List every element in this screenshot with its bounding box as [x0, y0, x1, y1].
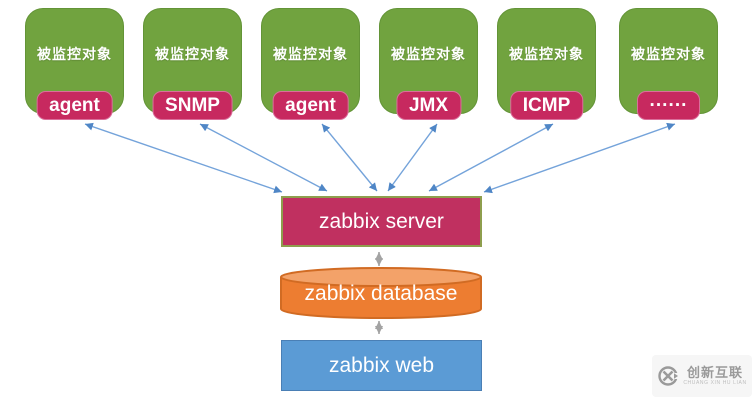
monitored-node-label: 被监控对象: [37, 46, 112, 62]
monitored-node-4: 被监控对象 JMX: [379, 8, 478, 120]
connector-snmp-server: [199, 123, 328, 192]
cx-logo-icon: [658, 366, 680, 386]
monitored-node-label: 被监控对象: [631, 46, 706, 62]
zabbix-server-label: zabbix server: [319, 209, 444, 233]
protocol-badge-ellipsis: ······: [636, 91, 701, 120]
monitored-node-label: 被监控对象: [273, 46, 348, 62]
watermark-subtitle: CHUANG XIN HU LIAN: [683, 380, 747, 386]
cylinder-body: [280, 277, 482, 319]
protocol-badge-snmp: SNMP: [152, 91, 233, 120]
monitored-node-3: 被监控对象 agent: [261, 8, 360, 120]
connector-agent1-server: [84, 122, 283, 194]
protocol-badge-agent: agent: [272, 91, 349, 120]
cylinder-top: [280, 267, 482, 287]
connector-other-server: [483, 122, 676, 194]
zabbix-server-box: zabbix server: [281, 196, 482, 247]
monitored-node-label: 被监控对象: [509, 46, 584, 62]
zabbix-database-box: zabbix database: [281, 277, 481, 311]
monitored-node-2: 被监控对象 SNMP: [143, 8, 242, 120]
protocol-badge-jmx: JMX: [395, 91, 462, 120]
watermark-brand: 创新互联: [686, 365, 743, 380]
monitored-node-label: 被监控对象: [155, 46, 230, 62]
monitored-node-5: 被监控对象 ICMP: [497, 8, 596, 120]
watermark-text: 创新互联 CHUANG XIN HU LIAN: [683, 366, 746, 386]
monitored-node-label: 被监控对象: [391, 46, 466, 62]
zabbix-database-label: zabbix database: [304, 282, 458, 305]
connector-jmx-server: [387, 123, 438, 192]
protocol-badge-agent: agent: [36, 91, 113, 120]
connector-agent2-server: [321, 123, 378, 192]
protocol-badge-icmp: ICMP: [509, 91, 584, 120]
connector-icmp-server: [428, 123, 554, 192]
zabbix-web-label: zabbix web: [328, 353, 435, 377]
node-server-connectors: [84, 122, 676, 194]
watermark: 创新互联 CHUANG XIN HU LIAN: [652, 355, 752, 397]
monitored-node-6: 被监控对象 ······: [619, 8, 718, 120]
database-cylinder: [280, 267, 482, 319]
monitored-node-1: 被监控对象 agent: [25, 8, 124, 120]
zabbix-web-box: zabbix web: [281, 340, 482, 391]
